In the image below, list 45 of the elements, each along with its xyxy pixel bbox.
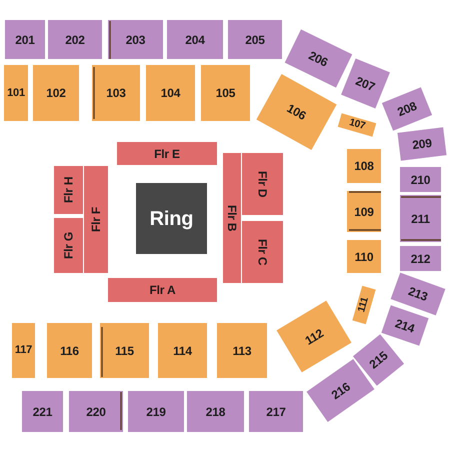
- seating-section: 106: [256, 74, 336, 150]
- seating-section: 219: [128, 391, 184, 432]
- seating-section: 114: [158, 323, 207, 378]
- floor-section: Flr E: [117, 142, 217, 165]
- seating-section: 104: [146, 65, 195, 121]
- seating-section: 202: [48, 20, 102, 59]
- seating-section: 220: [69, 391, 123, 432]
- seating-section: 203: [108, 20, 163, 59]
- seating-section: 101: [4, 65, 28, 121]
- floor-section: Flr F: [84, 166, 108, 273]
- seating-section: 206: [284, 28, 352, 88]
- seating-section: 105: [201, 65, 250, 121]
- seating-section: 116: [47, 323, 92, 378]
- seating-section: 111: [352, 286, 376, 324]
- seating-section: 217: [249, 391, 303, 432]
- seating-section: 103: [92, 65, 140, 121]
- seating-section: 204: [167, 20, 223, 59]
- seating-section: 107: [338, 113, 376, 137]
- seating-section: 207: [340, 58, 390, 108]
- floor-section: Flr G: [54, 218, 83, 273]
- seating-section: 212: [400, 246, 441, 271]
- seating-section: 109: [347, 191, 381, 232]
- seating-section: 213: [390, 272, 446, 316]
- seating-section: 214: [381, 304, 429, 346]
- boxing-ring: Ring: [136, 183, 207, 254]
- seating-section: 115: [100, 323, 149, 378]
- seating-section: 201: [5, 20, 45, 59]
- seating-section: 108: [347, 149, 381, 183]
- floor-section: Flr A: [108, 278, 217, 302]
- seating-section: 205: [228, 20, 282, 59]
- seating-section: 221: [22, 391, 63, 432]
- seating-section: 210: [400, 167, 441, 192]
- seating-section: 102: [33, 65, 79, 121]
- seating-section: 110: [347, 240, 381, 273]
- seating-section: 117: [12, 323, 35, 378]
- floor-section: Flr B: [223, 153, 241, 283]
- seating-section: 112: [276, 300, 352, 372]
- seating-section: 211: [400, 195, 441, 242]
- floor-section: Flr D: [242, 153, 283, 215]
- seating-section: 218: [187, 391, 244, 432]
- floor-section: Flr H: [54, 166, 83, 214]
- seating-section: 208: [382, 87, 432, 131]
- seating-section: 209: [397, 127, 447, 161]
- seating-section: 113: [217, 323, 267, 378]
- floor-section: Flr C: [242, 221, 283, 283]
